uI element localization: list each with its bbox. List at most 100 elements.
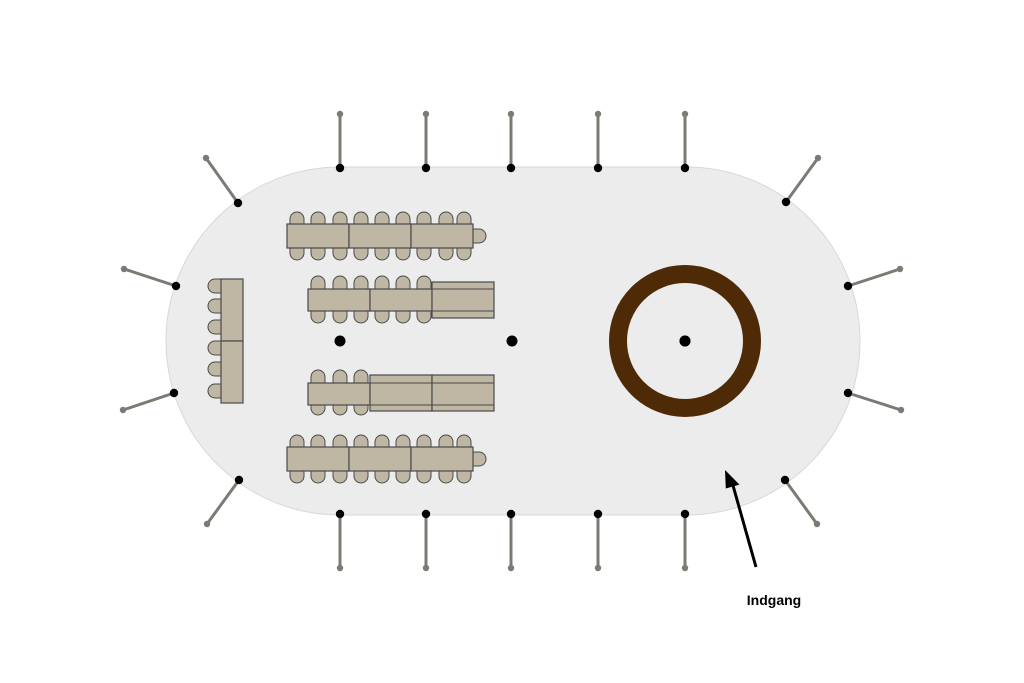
chair-icon (471, 451, 487, 467)
chair-icon (416, 211, 432, 227)
stake-icon (336, 110, 344, 118)
table-layout (207, 211, 495, 484)
stake-icon (681, 110, 689, 118)
dance-floor (609, 265, 761, 417)
guy-line-icon (784, 156, 820, 204)
stake-icon (507, 564, 515, 572)
chair-icon (374, 468, 390, 484)
chair-icon (456, 245, 472, 261)
tent-pole-icon (780, 475, 790, 485)
chair-icon (332, 468, 348, 484)
table (307, 382, 371, 406)
guy-line-icon (204, 156, 240, 205)
tent-pole-icon (421, 509, 431, 519)
stake-icon (897, 406, 905, 414)
chair-icon (438, 211, 454, 227)
table (220, 278, 244, 342)
chair-icon (395, 275, 411, 291)
stake-icon (814, 154, 822, 162)
stake-icon (203, 520, 211, 528)
tent-pole-icon (506, 335, 518, 347)
table (307, 288, 371, 312)
chair-icon (310, 211, 326, 227)
stake-icon (896, 265, 904, 273)
chair-icon (353, 245, 369, 261)
chair-icon (289, 468, 305, 484)
chair-icon (353, 308, 369, 324)
chair-icon (353, 434, 369, 450)
table (410, 223, 474, 249)
chair-icon (207, 340, 223, 356)
chair-icon (374, 275, 390, 291)
dance-floor-ring (609, 265, 761, 417)
entrance-arrow-icon (725, 470, 758, 568)
chair-icon (310, 369, 326, 385)
stake-icon (813, 520, 821, 528)
chair-icon (289, 434, 305, 450)
chair-icon (374, 434, 390, 450)
chair-icon (310, 468, 326, 484)
tent-pole-icon (843, 388, 853, 398)
guy-lines (119, 110, 905, 572)
tent-pole-icon (335, 509, 345, 519)
chair-icon (374, 308, 390, 324)
stake-icon (681, 564, 689, 572)
chair-icon (395, 468, 411, 484)
chair-icon (332, 434, 348, 450)
stake-icon (422, 564, 430, 572)
chair-icon (207, 319, 223, 335)
chair-icon (310, 245, 326, 261)
table (348, 223, 412, 249)
guy-line-icon (121, 391, 176, 412)
arrow-shaft (730, 481, 758, 568)
table (431, 374, 495, 412)
chair-icon (456, 468, 472, 484)
stake-icon (507, 110, 515, 118)
stake-icon (120, 265, 128, 273)
table (348, 446, 412, 472)
tent-pole-icon (506, 509, 516, 519)
tent-pole-icon (680, 163, 690, 173)
tent-pole-icon (171, 281, 181, 291)
chair-icon (438, 434, 454, 450)
chair-icon (332, 308, 348, 324)
stake-icon (422, 110, 430, 118)
chair-icon (438, 468, 454, 484)
chair-icon (471, 228, 487, 244)
tent-pole-icon (680, 509, 690, 519)
chair-icon (416, 468, 432, 484)
chair-icon (289, 245, 305, 261)
tent-poles (169, 163, 853, 519)
table (410, 446, 474, 472)
guy-line-icon (783, 478, 819, 526)
chair-icon (395, 308, 411, 324)
stake-icon (594, 110, 602, 118)
guy-line-icon (122, 267, 178, 288)
stake-icon (202, 154, 210, 162)
chair-icon (438, 245, 454, 261)
chair-icon (332, 211, 348, 227)
chair-icon (456, 211, 472, 227)
table (369, 374, 433, 412)
chair-icon (310, 275, 326, 291)
tent-pole-icon (233, 198, 243, 208)
arrow-head (725, 470, 740, 489)
chair-icon (310, 434, 326, 450)
tent-pole-icon (335, 163, 345, 173)
tent-pole-icon (421, 163, 431, 173)
chair-icon (332, 369, 348, 385)
tent-pole-icon (506, 163, 516, 173)
table (431, 281, 495, 319)
tent-pole-icon (334, 335, 346, 347)
chair-icon (332, 245, 348, 261)
guy-line-icon (846, 267, 902, 288)
chair-icon (353, 211, 369, 227)
tent-pole-icon (843, 281, 853, 291)
table (369, 288, 433, 312)
chair-icon (207, 298, 223, 314)
table (286, 446, 350, 472)
chair-icon (353, 275, 369, 291)
chair-icon (310, 308, 326, 324)
chair-icon (353, 468, 369, 484)
